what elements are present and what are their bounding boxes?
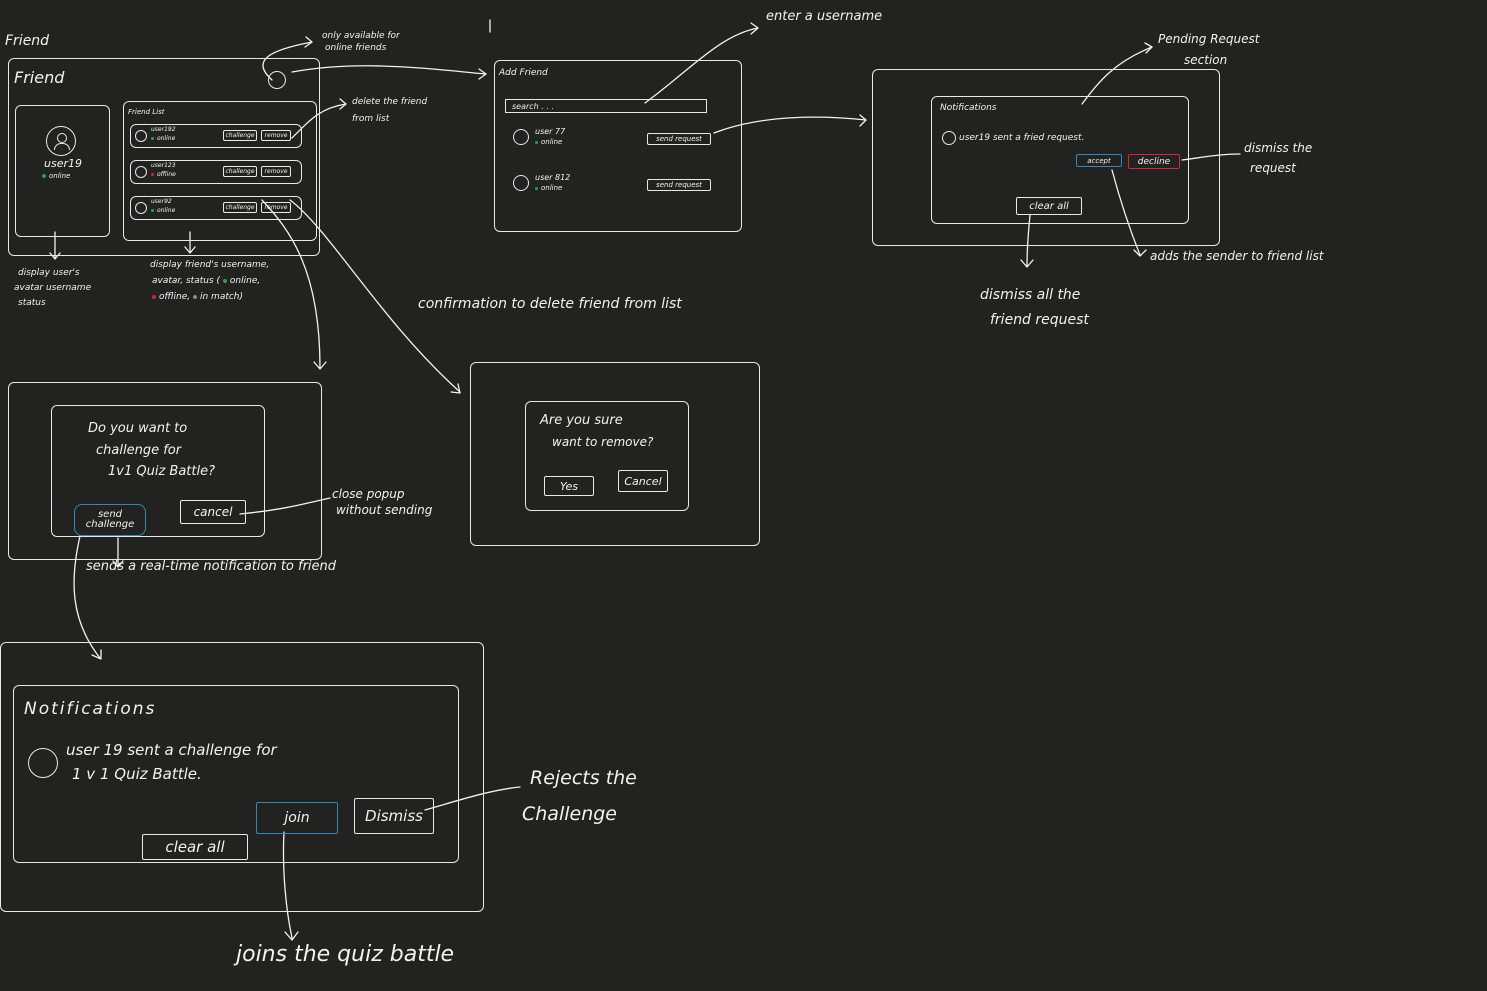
challenge-popup-frame: Do you want to challenge for 1v1 Quiz Ba… xyxy=(8,382,322,560)
note-delete-friend-1: delete the friend xyxy=(352,97,428,107)
note-sends-notification: sends a real-time notification to friend xyxy=(86,559,337,574)
note-close-popup-1: close popup xyxy=(332,487,405,501)
challenge-button[interactable]: challenge xyxy=(223,166,257,177)
decline-button[interactable]: decline xyxy=(1128,154,1180,169)
note-display-friend-3: offline, in match) xyxy=(152,292,243,302)
friend-screen-title: Friend xyxy=(14,68,65,87)
remove-button[interactable]: remove xyxy=(261,166,291,177)
send-challenge-button[interactable]: send challenge xyxy=(74,504,146,536)
note-joins-battle: joins the quiz battle xyxy=(236,942,455,967)
note-pending-request-2: section xyxy=(1184,53,1228,67)
remove-button[interactable]: remove xyxy=(261,130,291,141)
challenge-message-2: 1 v 1 Quiz Battle. xyxy=(72,765,202,783)
friend-avatar-icon xyxy=(135,130,147,142)
note-enter-username: enter a username xyxy=(766,9,883,24)
challenger-avatar-icon xyxy=(28,748,58,778)
friend-status: online xyxy=(151,135,175,143)
friend-request-frame: Notifications user19 sent a fried reques… xyxy=(872,69,1220,246)
remove-question-1: Are you sure xyxy=(540,413,623,428)
friend-avatar-icon xyxy=(135,166,147,178)
friend-screen-frame: Friend user19 online Friend List user192… xyxy=(8,58,320,256)
challenge-button[interactable]: challenge xyxy=(223,130,257,141)
clear-all-challenges-button[interactable]: clear all xyxy=(142,834,248,860)
send-request-button[interactable]: send request xyxy=(647,179,711,191)
note-rejects-1: Rejects the xyxy=(530,767,637,789)
note-confirm-delete: confirmation to delete friend from list xyxy=(418,296,682,312)
challenge-notifications: Notifications user 19 sent a challenge f… xyxy=(13,685,459,863)
dismiss-button[interactable]: Dismiss xyxy=(354,798,434,834)
result-username: user 812 xyxy=(535,173,571,182)
cancel-button[interactable]: cancel xyxy=(180,500,246,524)
friend-username: user92 xyxy=(151,198,172,205)
friend-username: user192 xyxy=(151,126,176,133)
remove-popup: Are you sure want to remove? Yes Cancel xyxy=(525,401,689,511)
note-display-user-3: status xyxy=(18,298,46,308)
clear-all-button[interactable]: clear all xyxy=(1016,197,1082,215)
add-friend-title: Add Friend xyxy=(499,68,548,78)
friend-avatar-icon xyxy=(135,202,147,214)
profile-status: online xyxy=(42,172,70,180)
friend-section-label: Friend xyxy=(5,33,50,49)
note-display-user-1: display user's xyxy=(18,268,80,278)
profile-card: user19 online xyxy=(15,105,110,237)
note-close-popup-2: without sending xyxy=(336,503,433,517)
result-avatar-icon xyxy=(513,129,529,145)
friend-row: user192 online challenge remove xyxy=(130,124,302,148)
challenge-user-icon[interactable] xyxy=(268,71,286,89)
challenge-popup: Do you want to challenge for 1v1 Quiz Ba… xyxy=(51,405,265,537)
sender-avatar-icon xyxy=(942,131,956,145)
search-result: user 812 online send request xyxy=(495,173,743,203)
remove-popup-frame: Are you sure want to remove? Yes Cancel xyxy=(470,362,760,546)
challenge-message-1: user 19 sent a challenge for xyxy=(66,741,277,759)
join-button[interactable]: join xyxy=(256,802,338,834)
result-username: user 77 xyxy=(535,127,566,136)
challenge-notification-frame: Notifications user 19 sent a challenge f… xyxy=(0,642,484,912)
search-result: user 77 online send request xyxy=(495,127,743,157)
note-dismiss-all-2: friend request xyxy=(990,312,1089,328)
note-online-only-2: online friends xyxy=(325,43,387,53)
note-adds-sender: adds the sender to friend list xyxy=(1150,249,1324,263)
friend-row: user123 offline challenge remove xyxy=(130,160,302,184)
note-delete-friend-2: from list xyxy=(352,114,390,124)
challenge-question-1: Do you want to xyxy=(88,421,188,436)
accept-button[interactable]: accept xyxy=(1076,154,1122,167)
search-input[interactable] xyxy=(505,99,707,113)
friend-username: user123 xyxy=(151,162,176,169)
challenge-notifications-title: Notifications xyxy=(24,699,157,719)
result-status: online xyxy=(535,138,562,146)
notifications-title: Notifications xyxy=(940,103,997,113)
friend-request-message: user19 sent a fried request. xyxy=(959,133,1085,143)
note-rejects-2: Challenge xyxy=(522,803,617,825)
challenge-question-3: 1v1 Quiz Battle? xyxy=(108,464,215,479)
note-dismiss-request-1: dismiss the xyxy=(1244,141,1313,155)
note-display-friend-2: avatar, status ( online, xyxy=(152,276,261,286)
friend-status: offline xyxy=(151,171,176,179)
user-avatar-icon xyxy=(46,126,76,156)
yes-button[interactable]: Yes xyxy=(544,476,594,496)
profile-username: user19 xyxy=(44,157,82,170)
friend-row: user92 online challenge remove xyxy=(130,196,302,220)
result-status: online xyxy=(535,184,562,192)
remove-button[interactable]: remove xyxy=(261,202,291,213)
friend-status: online xyxy=(151,207,175,215)
note-display-friend-1: display friend's username, xyxy=(150,260,270,270)
result-avatar-icon xyxy=(513,175,529,191)
friend-list-title: Friend List xyxy=(128,108,165,116)
note-dismiss-all-1: dismiss all the xyxy=(980,287,1081,303)
challenge-button[interactable]: challenge xyxy=(223,202,257,213)
friend-request-notifications: Notifications user19 sent a fried reques… xyxy=(931,96,1189,224)
note-online-only-1: only available for xyxy=(322,31,400,41)
note-pending-request-1: Pending Request xyxy=(1158,32,1260,46)
challenge-question-2: challenge for xyxy=(96,443,182,458)
remove-question-2: want to remove? xyxy=(552,435,654,449)
note-display-user-2: avatar username xyxy=(14,283,92,293)
cancel-remove-button[interactable]: Cancel xyxy=(618,470,668,492)
note-dismiss-request-2: request xyxy=(1250,161,1296,175)
friend-list-panel: Friend List user192 online challenge remove… xyxy=(123,101,317,241)
send-request-button[interactable]: send request xyxy=(647,133,711,145)
